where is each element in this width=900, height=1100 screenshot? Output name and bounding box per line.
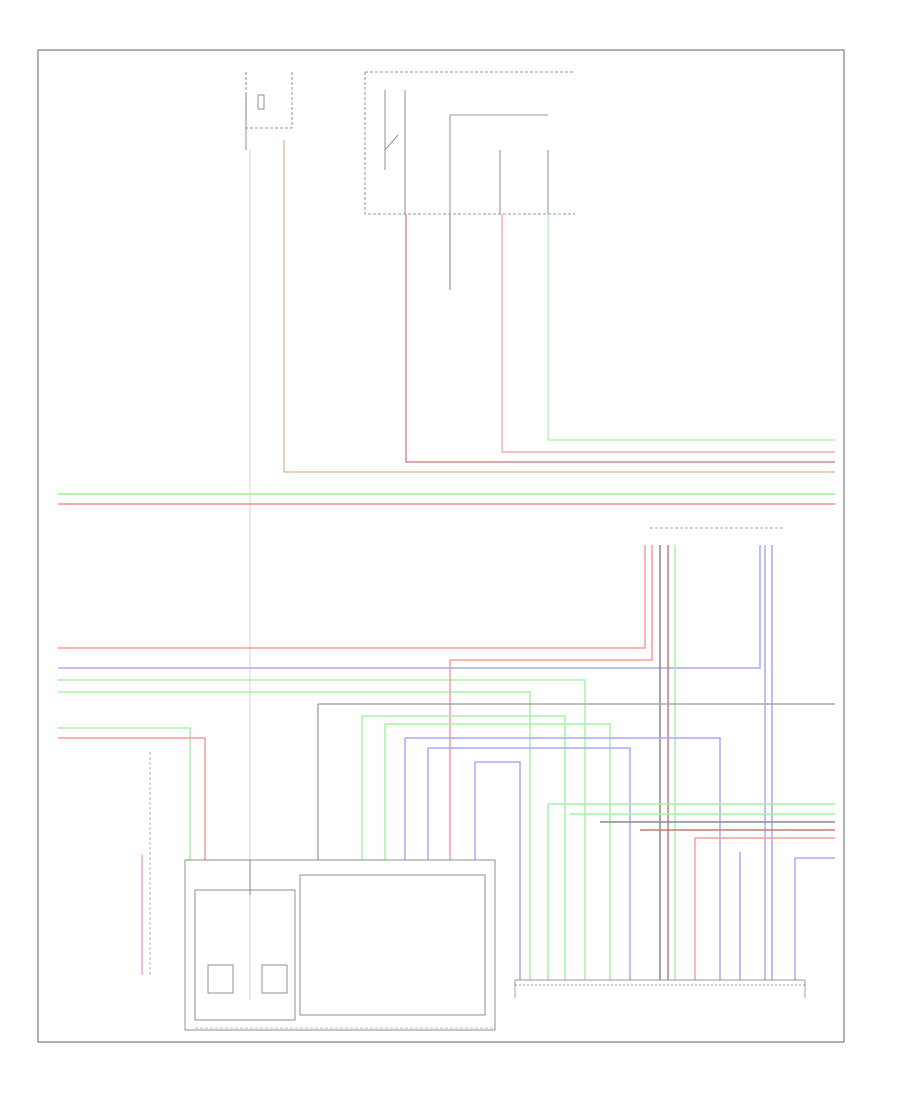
bus-lines: [58, 493, 835, 505]
control-module-box: [184, 859, 496, 1031]
relay-block-component: [364, 71, 575, 215]
diagram-border: [37, 49, 845, 1043]
top-wires: [249, 140, 835, 1000]
right-connector-block: [514, 979, 806, 998]
middle-wires: [58, 545, 835, 980]
fuse-box-component: [245, 72, 293, 150]
